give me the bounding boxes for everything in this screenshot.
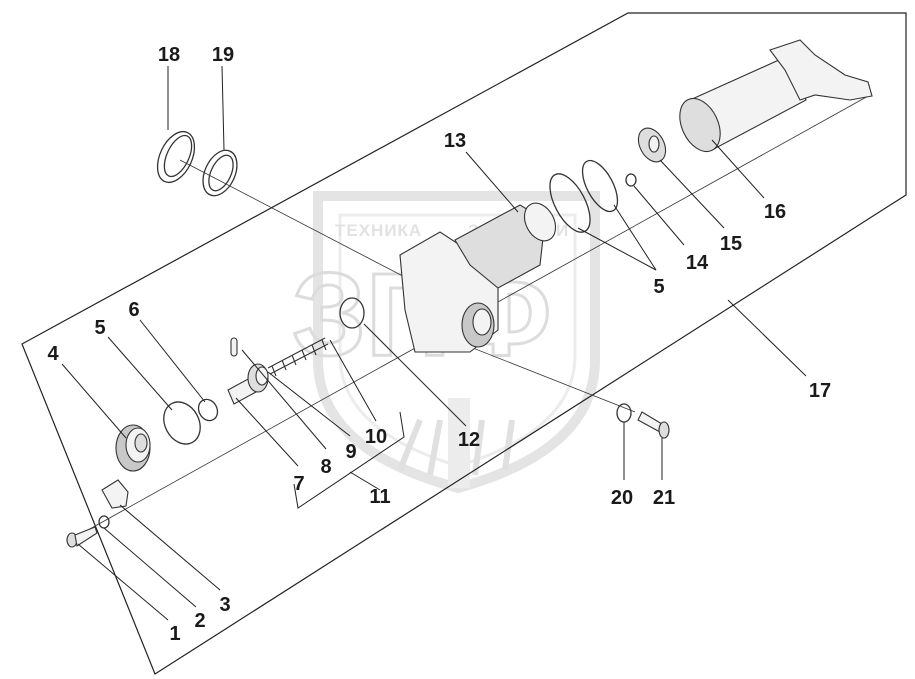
upper-axis-line bbox=[179, 159, 421, 286]
callout-17: 17 bbox=[809, 380, 831, 402]
watermark-text-line1: ТЕХНИКА bbox=[335, 221, 422, 240]
leader-lines bbox=[61, 65, 807, 621]
assembly-frame-17 bbox=[21, 12, 907, 675]
callout-14: 14 bbox=[686, 252, 709, 274]
part-13-housing bbox=[399, 202, 557, 353]
part-19-seal bbox=[202, 149, 238, 197]
part-21-bolt bbox=[637, 411, 670, 439]
bracket-11 bbox=[293, 411, 405, 509]
callout-5-left: 5 bbox=[94, 317, 105, 339]
part-5-ring-left bbox=[163, 401, 201, 445]
part-1-bolt bbox=[66, 526, 98, 548]
part-20-washer bbox=[616, 403, 632, 423]
callout-21: 21 bbox=[653, 487, 675, 509]
callout-4: 4 bbox=[47, 343, 59, 365]
part-18-seal-inner bbox=[163, 134, 193, 178]
callout-1: 1 bbox=[169, 623, 180, 645]
part-15-flange-washer bbox=[637, 127, 667, 163]
callout-6: 6 bbox=[128, 299, 139, 321]
part-3-plate bbox=[101, 479, 129, 509]
callout-11: 11 bbox=[369, 486, 390, 508]
callout-15: 15 bbox=[720, 233, 742, 255]
callout-20: 20 bbox=[611, 487, 633, 509]
part-12-washer bbox=[339, 297, 365, 329]
callout-13: 13 bbox=[444, 130, 466, 152]
callout-2: 2 bbox=[194, 610, 205, 632]
callout-10: 10 bbox=[365, 426, 387, 448]
part-5-ring-right-b bbox=[581, 159, 619, 213]
part-7-shaft bbox=[227, 363, 269, 405]
part-6-small-ring bbox=[197, 398, 219, 422]
callout-8: 8 bbox=[320, 456, 331, 478]
callout-16: 16 bbox=[764, 201, 786, 223]
callout-3: 3 bbox=[219, 594, 230, 616]
part-9-spring bbox=[267, 337, 329, 377]
part-14-small-ring bbox=[625, 173, 637, 187]
part-16-tube-assembly bbox=[679, 39, 873, 153]
part-2-washer bbox=[98, 515, 110, 529]
callout-7: 7 bbox=[293, 473, 304, 495]
callout-5-right: 5 bbox=[653, 276, 664, 298]
callout-labels: 1 2 3 4 5 5 6 7 8 9 10 11 12 13 14 15 16… bbox=[47, 44, 831, 645]
part-19-seal-inner bbox=[208, 154, 234, 192]
part-18-seal bbox=[156, 130, 196, 184]
callout-18: 18 bbox=[158, 44, 180, 66]
callout-12: 12 bbox=[458, 429, 480, 451]
part-8-pin bbox=[230, 337, 238, 357]
callout-19: 19 bbox=[212, 44, 234, 66]
callout-9: 9 bbox=[345, 441, 356, 463]
